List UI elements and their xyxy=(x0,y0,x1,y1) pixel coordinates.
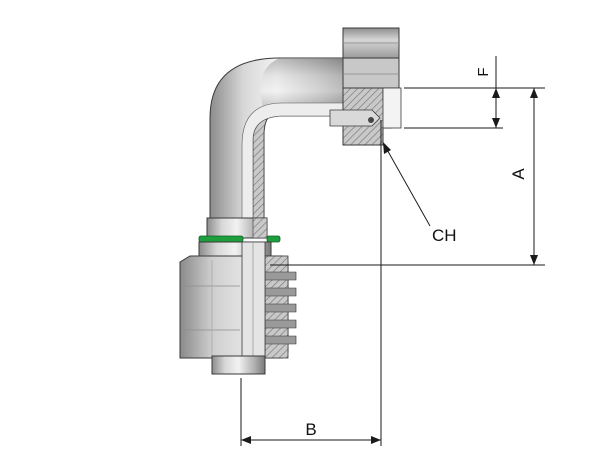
o-ring-seat xyxy=(368,117,374,123)
nut-body xyxy=(342,57,400,89)
dimension-arrows xyxy=(241,88,538,444)
fitting-body xyxy=(179,27,402,375)
ch-leader xyxy=(384,145,431,227)
seat-cone xyxy=(329,109,381,127)
stem-tail xyxy=(211,355,266,375)
label-ch: CH xyxy=(432,226,457,245)
inner-stem xyxy=(241,241,266,375)
seal-ring-right xyxy=(266,235,281,243)
label-f: F xyxy=(475,67,492,76)
collar-section xyxy=(252,217,268,239)
dimension-lines xyxy=(240,56,545,446)
seal-ring-left xyxy=(198,235,244,243)
label-a: A xyxy=(509,168,528,180)
label-b: B xyxy=(305,420,316,439)
ferrule-section xyxy=(264,255,297,359)
tube-section-cut xyxy=(252,109,346,221)
nut-bore xyxy=(382,87,402,129)
